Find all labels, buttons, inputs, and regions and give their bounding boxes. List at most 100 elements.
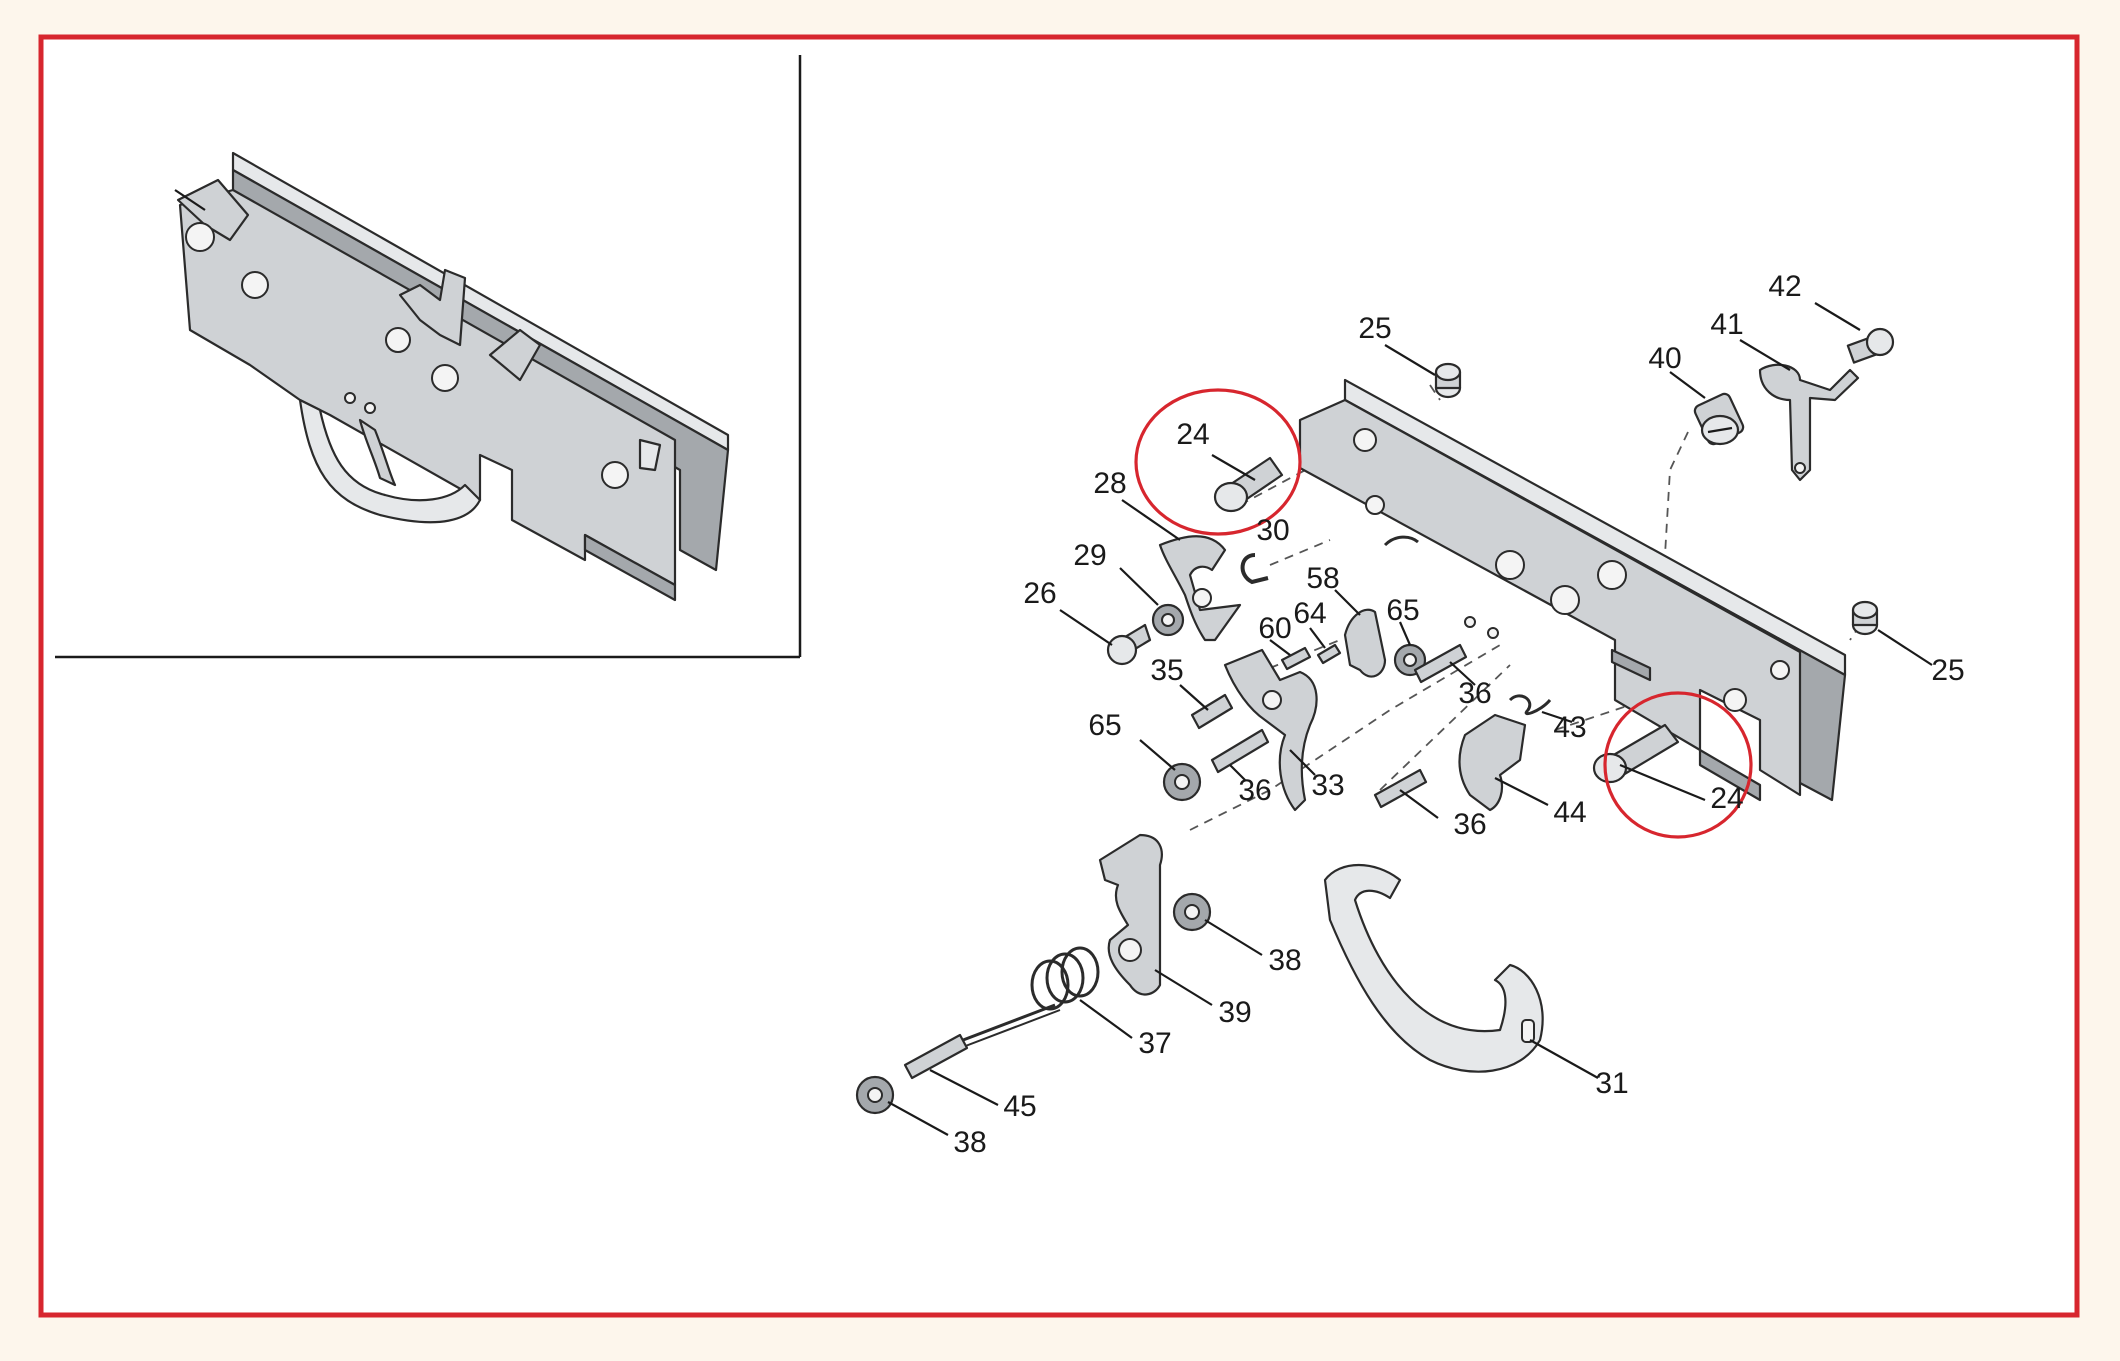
part-36-pin-lower — [1373, 768, 1428, 809]
leader-38b — [887, 1101, 949, 1136]
frame-hole-small-2 — [1487, 627, 1499, 639]
part-29-washer — [1151, 603, 1185, 637]
label-60: 60 — [1258, 612, 1291, 645]
label-26: 26 — [1023, 577, 1056, 610]
part-30-clip — [1240, 553, 1269, 585]
part-31-trigger-guard — [1323, 863, 1544, 1073]
frame-curved-slot — [1383, 535, 1419, 547]
part-36-pin-upper — [1413, 643, 1468, 684]
inset-hole-4 — [431, 364, 459, 392]
inset-trigger-guard — [298, 398, 482, 524]
callout-labels: 25 42 41 40 24 28 30 29 26 58 65 60 64 3… — [953, 270, 1964, 1159]
frame-hole-7 — [1770, 660, 1790, 680]
part-58-disconnector — [1343, 608, 1387, 678]
part-38-bushing-lower — [855, 1075, 895, 1115]
leader-43 — [1541, 710, 1573, 724]
highlight-circle-24-lower — [1603, 691, 1753, 839]
part-60-pin — [1280, 646, 1312, 671]
leader-39 — [1154, 969, 1213, 1006]
part-45-pin — [903, 1033, 969, 1080]
leader-58 — [1334, 589, 1361, 616]
dash-38 — [1189, 644, 1501, 831]
leader-35 — [1179, 684, 1209, 711]
inset-disconnector — [398, 268, 467, 347]
leader-64 — [1309, 627, 1326, 649]
dash-40 — [1664, 431, 1689, 556]
assembled-trigger-group — [174, 151, 730, 602]
leader-24a — [1211, 454, 1256, 481]
part-28-hammer — [1158, 535, 1242, 642]
label-39: 39 — [1218, 996, 1251, 1029]
frame-hole-small-1 — [1464, 616, 1476, 628]
label-36-upper: 36 — [1458, 677, 1491, 710]
part-33-hole — [1262, 690, 1282, 710]
leader-31 — [1529, 1039, 1599, 1079]
label-38-lower: 38 — [953, 1126, 986, 1159]
part-24-pin-lower — [1592, 723, 1680, 784]
frame-hole-3 — [1495, 550, 1525, 580]
label-58: 58 — [1306, 562, 1339, 595]
inset-side-plate — [178, 188, 677, 587]
part-40-nut — [1693, 392, 1745, 446]
label-43: 43 — [1553, 711, 1586, 744]
frame-hole-4 — [1550, 585, 1580, 615]
leader-lines — [887, 302, 1933, 1136]
label-33: 33 — [1311, 769, 1344, 802]
leader-33 — [1289, 749, 1316, 776]
inset-rear-pin — [638, 438, 662, 472]
dash-30 — [1269, 539, 1331, 566]
part-35-pin — [1190, 693, 1234, 730]
inset-hole-1 — [185, 222, 215, 252]
leader-45 — [929, 1069, 999, 1106]
inset-hammer-tail — [176, 178, 250, 242]
leader-28 — [1121, 499, 1181, 541]
receiver-frame — [1298, 378, 1847, 802]
dash-25a — [1429, 384, 1441, 401]
part-65-bushing-lower — [1162, 762, 1202, 802]
leader-36b — [1229, 764, 1246, 781]
label-38-upper: 38 — [1268, 944, 1301, 977]
label-36-lower: 36 — [1453, 808, 1486, 841]
label-25-top: 25 — [1358, 312, 1391, 345]
label-41: 41 — [1710, 308, 1743, 341]
label-28: 28 — [1093, 467, 1126, 500]
part-39-hole — [1118, 938, 1142, 962]
leader-24b — [1619, 763, 1706, 802]
inset-pin — [174, 189, 206, 211]
leader-29 — [1119, 567, 1159, 606]
leader-36c — [1399, 789, 1439, 819]
part-38-bushing-upper — [1172, 892, 1212, 932]
label-31: 31 — [1595, 1067, 1628, 1100]
leader-25b — [1877, 629, 1933, 666]
label-29: 29 — [1073, 539, 1106, 572]
leader-40 — [1669, 371, 1706, 399]
leader-60 — [1269, 639, 1291, 656]
label-64: 64 — [1293, 597, 1326, 630]
leader-38a — [1204, 919, 1263, 956]
leader-65a — [1398, 621, 1412, 646]
frame-hole-1 — [1353, 428, 1377, 452]
inset-safety-detent — [488, 328, 542, 382]
frame-hole-2 — [1365, 495, 1385, 515]
leader-37 — [1079, 999, 1133, 1039]
inset-hole-small-2 — [364, 402, 376, 414]
part-36-pin-middle — [1210, 728, 1270, 774]
label-65-lower: 65 — [1088, 709, 1121, 742]
leader-44 — [1494, 777, 1549, 806]
label-36-middle: 36 — [1238, 774, 1271, 807]
part-25-screw-top — [1434, 362, 1462, 399]
part-28-hole — [1192, 588, 1212, 608]
label-40: 40 — [1648, 342, 1681, 375]
part-44-safety-block — [1458, 713, 1527, 812]
part-31-slot — [1521, 1019, 1535, 1043]
frame-channel — [1698, 748, 1762, 802]
frame-slot — [1610, 648, 1652, 682]
label-24-upper: 24 — [1176, 418, 1209, 451]
part-39-hammer — [1098, 833, 1163, 996]
label-35: 35 — [1150, 654, 1183, 687]
part-64-pin — [1316, 643, 1342, 665]
inset-trigger — [358, 418, 397, 487]
label-65-upper: 65 — [1386, 594, 1419, 627]
